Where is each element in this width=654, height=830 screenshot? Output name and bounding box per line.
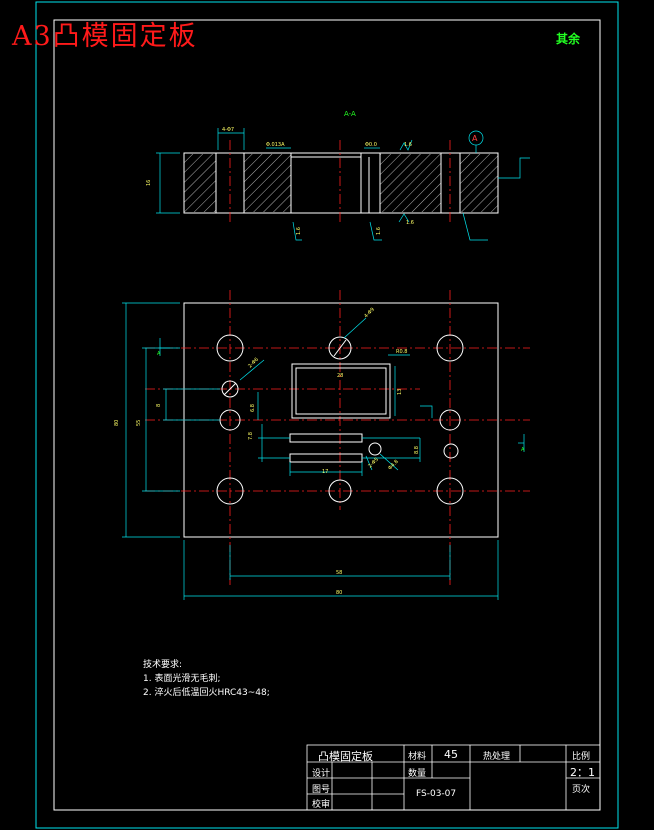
tech-req-item-1: 1. 表面光滑无毛刺; xyxy=(143,674,221,684)
svg-text:R0.8: R0.8 xyxy=(396,349,407,355)
scale-value: 2：1 xyxy=(570,766,595,779)
drawing-title: A3凸模固定板 xyxy=(12,21,198,52)
svg-text:1.6: 1.6 xyxy=(376,227,382,235)
svg-text:17: 17 xyxy=(322,469,328,475)
section-label: A-A xyxy=(344,110,356,118)
scale-label: 比例 xyxy=(572,752,591,762)
designer-label: 设计 xyxy=(312,769,331,779)
svg-text:28: 28 xyxy=(337,373,343,379)
heat-treatment-label: 热处理 xyxy=(483,752,511,762)
svg-text:A: A xyxy=(157,351,161,357)
tech-req-heading: 技术要求: xyxy=(143,660,183,670)
svg-text:2-Φ6: 2-Φ6 xyxy=(247,357,260,370)
plan-view: 80 55 8 80 58 17 28 13 R0.8 6.8 7.8 8.8 … xyxy=(114,290,530,600)
material-value: 45 xyxy=(444,748,458,761)
svg-text:80: 80 xyxy=(336,590,342,596)
svg-text:1.6: 1.6 xyxy=(404,142,412,148)
svg-text:1.6: 1.6 xyxy=(406,220,414,226)
svg-text:8.8: 8.8 xyxy=(414,446,420,454)
svg-text:16: 16 xyxy=(146,180,152,186)
svg-text:1.6: 1.6 xyxy=(296,227,302,235)
quantity-label: 数量 xyxy=(408,769,427,779)
roughness-note: 其余 xyxy=(556,32,581,46)
svg-text:55: 55 xyxy=(136,420,142,426)
title-block-grid xyxy=(306,744,601,811)
svg-text:4-Φ7: 4-Φ7 xyxy=(222,127,234,133)
svg-text:Φ0.0: Φ0.0 xyxy=(365,142,377,148)
svg-text:Φ.013A: Φ.013A xyxy=(266,142,285,148)
svg-text:13: 13 xyxy=(397,389,403,395)
inner-frame xyxy=(53,19,601,811)
material-label: 材料 xyxy=(408,752,427,762)
view-marker-a: A xyxy=(472,134,478,143)
svg-text:2-Φ5: 2-Φ5 xyxy=(367,457,380,470)
outer-frame xyxy=(35,1,619,829)
technical-requirements: 技术要求: 1. 表面光滑无毛刺; 2. 淬火后低温回火HRC43~48; xyxy=(143,658,270,700)
section-view: 4-Φ7 Φ.013A Φ0.0 1.6 16 1.6 1.6 1.6 A-A … xyxy=(146,110,530,241)
drawing-no-value: FS-03-07 xyxy=(416,789,457,799)
checker-label: 校审 xyxy=(312,800,331,810)
svg-text:7.8: 7.8 xyxy=(248,432,254,440)
svg-text:8: 8 xyxy=(156,404,162,407)
svg-text:80: 80 xyxy=(114,420,120,426)
tech-req-item-2: 2. 淬火后低温回火HRC43~48; xyxy=(143,688,270,698)
svg-text:A: A xyxy=(521,447,525,453)
svg-text:4-Φ9: 4-Φ9 xyxy=(363,307,376,320)
drawing-no-label: 图号 xyxy=(312,785,331,795)
sheet-label: 页次 xyxy=(572,785,591,795)
svg-text:58: 58 xyxy=(336,570,342,576)
part-name: 凸模固定板 xyxy=(318,750,373,763)
svg-text:6.8: 6.8 xyxy=(250,404,256,412)
